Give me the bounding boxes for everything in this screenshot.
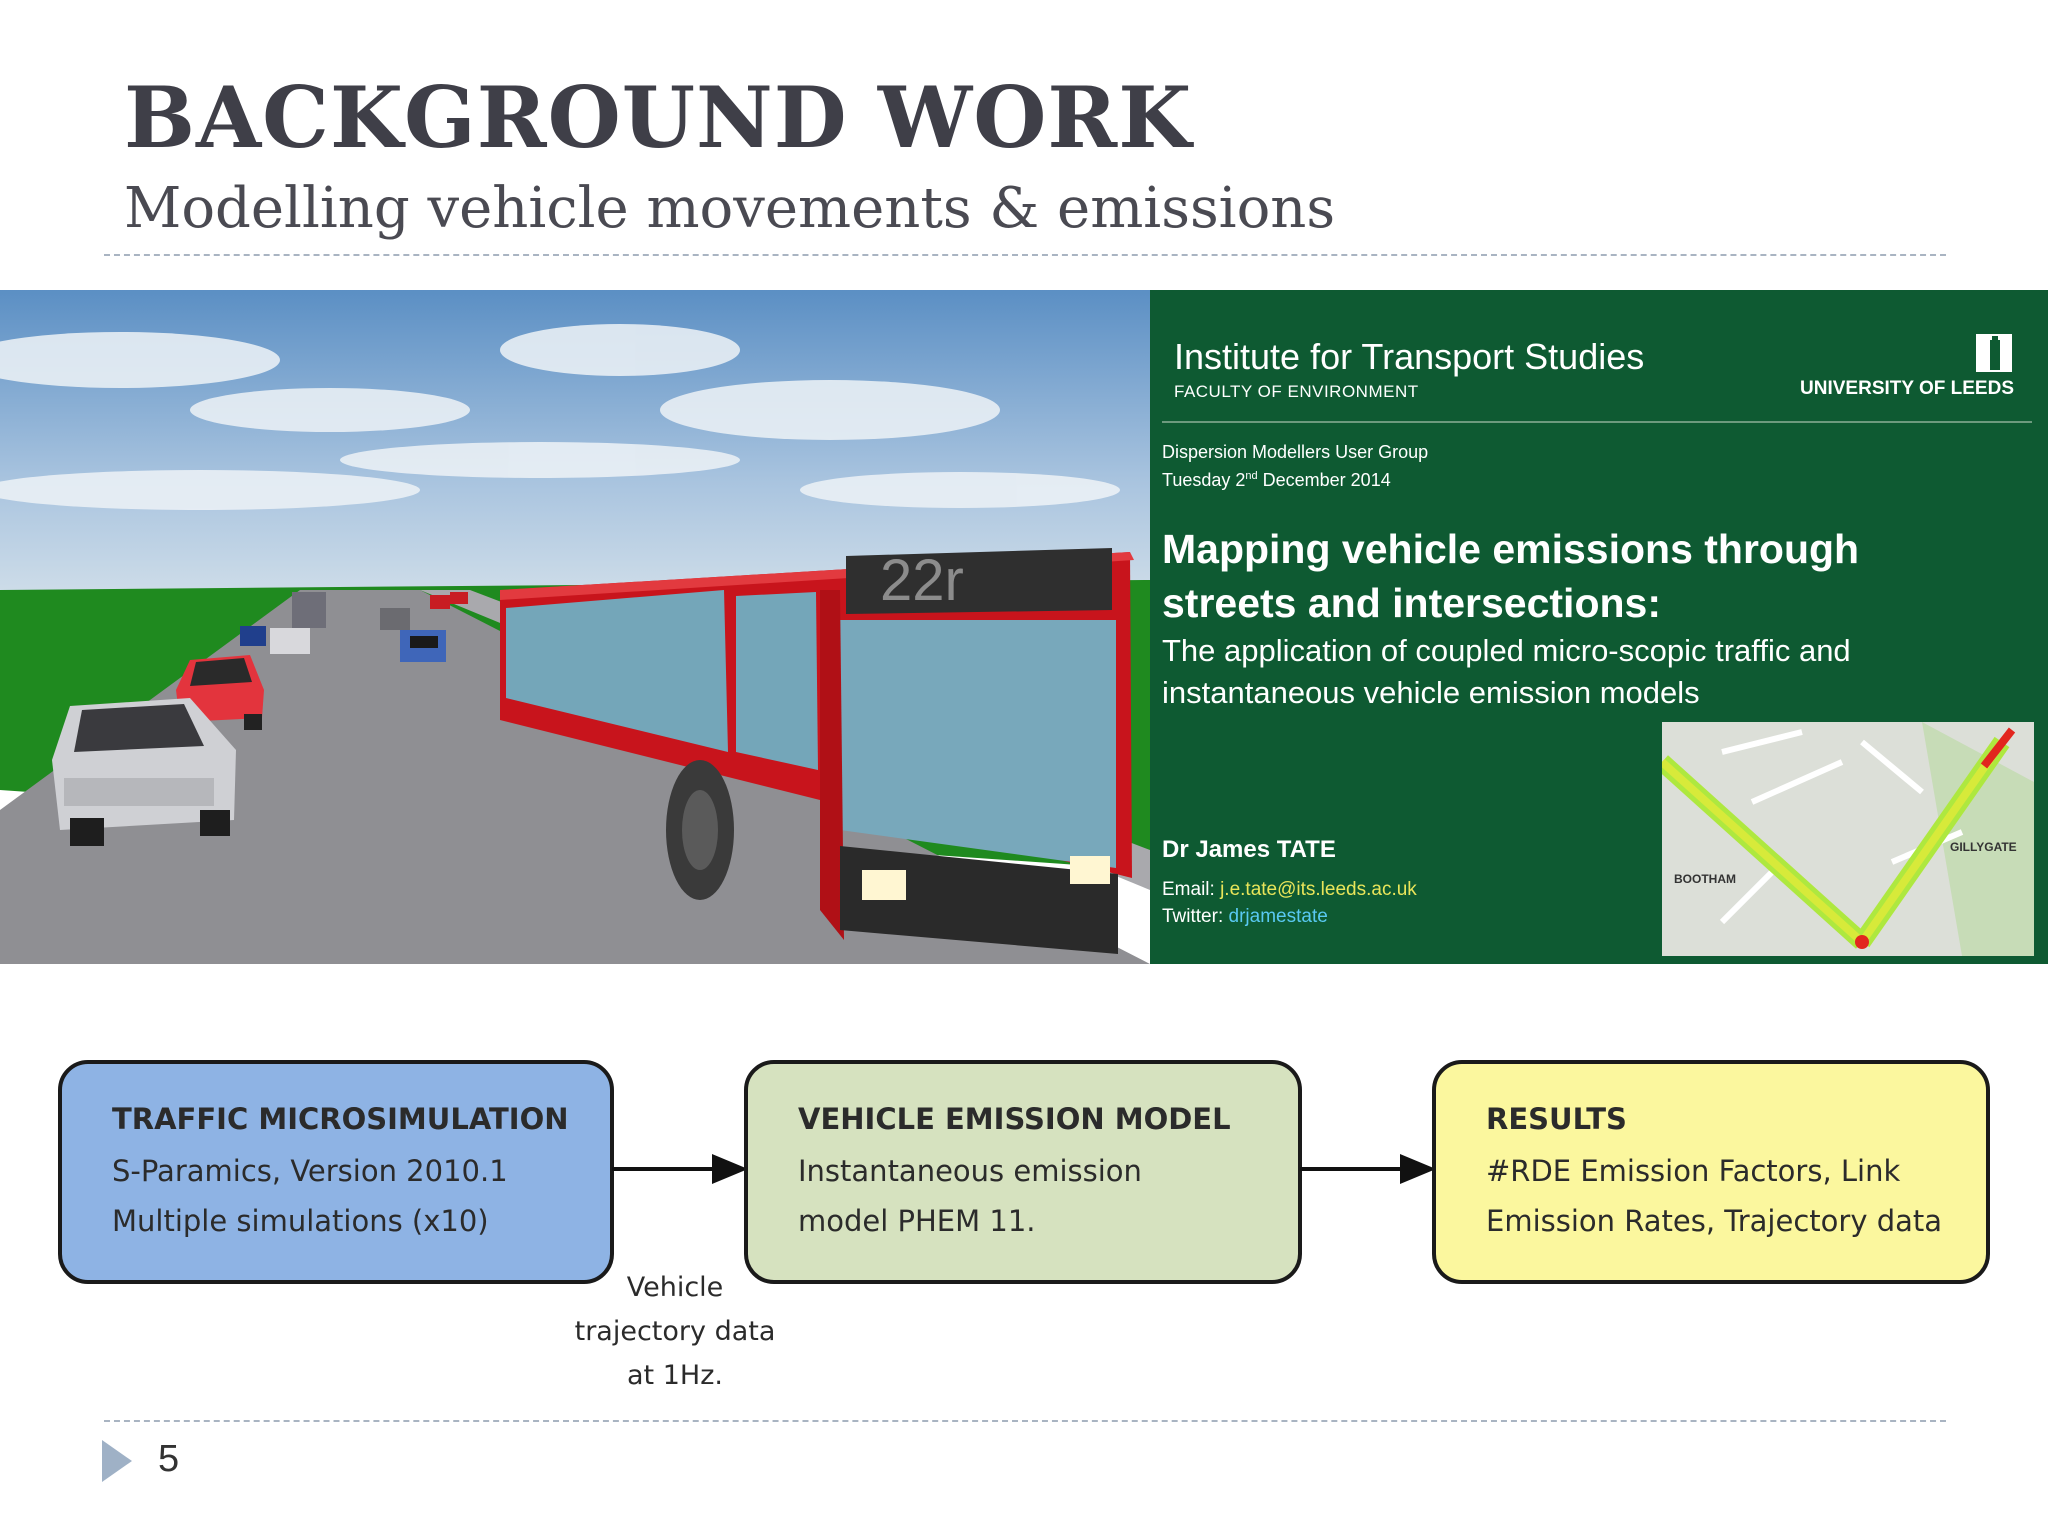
inset-title-slide: Institute for Transport Studies FACULTY … <box>1150 290 2048 964</box>
bottom-divider <box>104 1420 1946 1422</box>
arrow-caption: Vehicle trajectory data at 1Hz. <box>574 1272 776 1391</box>
university-crest-icon <box>1976 334 2012 372</box>
traffic-microsimulation-box: TRAFFIC MICROSIMULATION S-Paramics, Vers… <box>58 1060 614 1284</box>
map-label-bootham: BOOTHAM <box>1674 872 1736 886</box>
distant-vehicles <box>240 592 468 662</box>
faculty-name: FACULTY OF ENVIRONMENT <box>1174 382 1419 401</box>
red-bus: 22r <box>500 548 1134 954</box>
clouds <box>0 324 1120 510</box>
event-date: Tuesday 2nd December 2014 <box>1162 470 1391 490</box>
box1-title: TRAFFIC MICROSIMULATION <box>112 1102 569 1136</box>
event-name: Dispersion Modellers User Group <box>1162 442 1429 462</box>
presentation-subtitle: The application of coupled micro-scopic … <box>1162 633 1851 710</box>
slide-title: BACKGROUND WORK <box>124 68 1193 167</box>
author-contact: Email: j.e.tate@its.leeds.ac.uk Twitter:… <box>1162 879 1417 927</box>
emissions-map: BOOTHAM GILLYGATE <box>1662 722 2034 956</box>
event-details: Dispersion Modellers User Group Tuesday … <box>1162 440 1428 492</box>
university-name: UNIVERSITY OF LEEDS <box>1800 378 2014 399</box>
arrow-right-icon <box>612 1154 748 1184</box>
top-divider <box>104 254 1946 256</box>
results-box: RESULTS #RDE Emission Factors, Link Emis… <box>1432 1060 1990 1284</box>
box1-line1: S-Paramics, Version 2010.1 <box>112 1154 508 1188</box>
box3-line1: #RDE Emission Factors, Link <box>1486 1154 1901 1188</box>
traffic-simulation-image: 22r <box>0 290 1150 964</box>
arrow-right-icon <box>1300 1154 1436 1184</box>
bus-route-number: 22r <box>880 548 964 613</box>
presentation-title: Mapping vehicle emissions through street… <box>1162 526 1860 626</box>
institute-name: Institute for Transport Studies <box>1174 336 1645 377</box>
silver-car <box>52 698 236 846</box>
email-link: j.e.tate@its.leeds.ac.uk <box>1220 879 1417 900</box>
map-graphic <box>1662 722 2034 956</box>
map-label-gillygate: GILLYGATE <box>1950 840 2017 854</box>
inset-divider <box>1162 421 2032 423</box>
slide-subtitle: Modelling vehicle movements & emissions <box>124 176 1336 241</box>
author-name: Dr James TATE <box>1162 836 1336 863</box>
box3-line2: Emission Rates, Trajectory data <box>1486 1204 1943 1238</box>
traffic-scene-graphic: 22r <box>0 290 1150 964</box>
triangle-bullet-icon <box>102 1440 132 1482</box>
slide-number: 5 <box>158 1438 180 1480</box>
box2-line1: Instantaneous emission <box>798 1154 1142 1188</box>
box2-line2: model PHEM 11. <box>798 1204 1036 1238</box>
twitter-handle: drjamestate <box>1228 906 1328 927</box>
box2-title: VEHICLE EMISSION MODEL <box>798 1102 1231 1136</box>
box1-line2: Multiple simulations (x10) <box>112 1204 489 1238</box>
box3-title: RESULTS <box>1486 1102 1627 1136</box>
vehicle-emission-model-box: VEHICLE EMISSION MODEL Instantaneous emi… <box>744 1060 1302 1284</box>
